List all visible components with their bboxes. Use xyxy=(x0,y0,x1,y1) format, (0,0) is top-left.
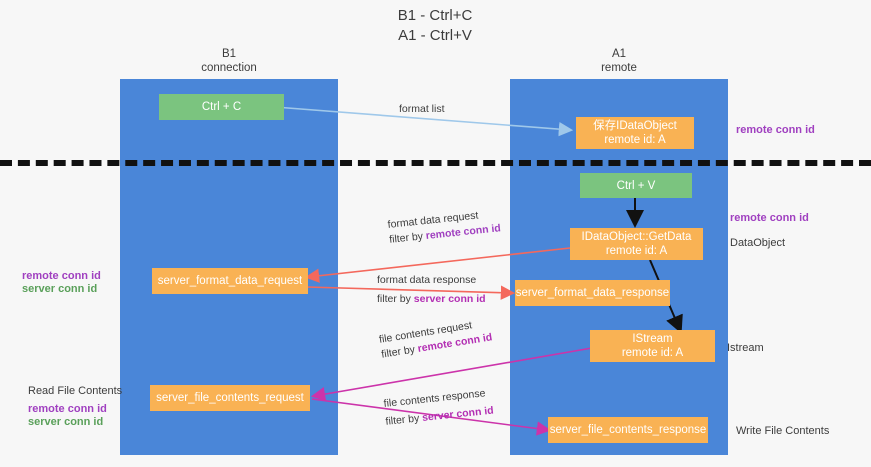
node-ctrl-v-label: Ctrl + V xyxy=(616,179,656,192)
edge-label-format-data-response-line1: format data response xyxy=(377,274,477,286)
node-save-idataobject-line2: remote id: A xyxy=(604,134,666,146)
node-save-idataobject-line1: 保存IDataObject xyxy=(593,120,677,132)
node-server-file-contents-request-label: server_file_contents_request xyxy=(156,392,304,404)
node-ctrl-v[interactable]: Ctrl + V xyxy=(580,173,692,198)
side-label-remote-conn-id-top: remote conn id xyxy=(736,124,815,136)
edge-label-format-data-response-line2: filter by server conn id xyxy=(377,293,486,305)
node-ctrl-c-label: Ctrl + C xyxy=(201,101,242,113)
node-server-file-contents-request[interactable]: server_file_contents_request xyxy=(150,385,310,411)
side-label-istream: Istream xyxy=(727,342,764,354)
side-label-left-remote-conn-id: remote conn id xyxy=(22,270,101,282)
side-label-left-server-conn-id: server conn id xyxy=(22,283,98,295)
edge-label-format-list: format list xyxy=(399,103,445,115)
node-idataobject-getdata[interactable]: IDataObject::GetData remote id: A xyxy=(570,228,703,260)
phase-divider xyxy=(0,160,871,166)
edge-label-format-data-response: format data response filter by server co… xyxy=(377,273,486,307)
edge-label-file-contents-request: file contents request filter by remote c… xyxy=(378,315,493,362)
node-ctrl-c[interactable]: Ctrl + C xyxy=(159,94,284,120)
side-label-read-file-contents: Read File Contents xyxy=(28,385,123,397)
node-server-file-contents-response-label: server_file_contents_response xyxy=(549,424,707,436)
edge-label-format-data-request: format data request filter by remote con… xyxy=(387,206,502,248)
page-title: B1 - Ctrl+C A1 - Ctrl+V xyxy=(397,7,473,44)
node-server-format-data-request-label: server_format_data_request xyxy=(157,275,303,287)
node-istream[interactable]: IStream remote id: A xyxy=(590,330,715,362)
side-label-write-file-contents: Write File Contents xyxy=(736,425,830,437)
node-server-file-contents-response[interactable]: server_file_contents_response xyxy=(548,417,708,443)
node-save-idataobject[interactable]: 保存IDataObject remote id: A xyxy=(576,117,694,149)
edge-label-file-contents-response: file contents response filter by server … xyxy=(383,386,494,430)
node-istream-line1: IStream xyxy=(632,333,673,345)
node-getdata-line1: IDataObject::GetData xyxy=(581,231,692,243)
node-server-format-data-response-label: server_format_data_response xyxy=(515,287,670,299)
node-getdata-line2: remote id: A xyxy=(605,245,668,257)
node-server-format-data-response[interactable]: server_format_data_response xyxy=(515,280,670,306)
node-server-format-data-request[interactable]: server_format_data_request xyxy=(152,268,308,294)
side-label-left-server-conn-id-2: server conn id xyxy=(28,416,104,428)
side-label-dataobject: DataObject xyxy=(730,237,786,249)
lane-header-b1: B1 connection xyxy=(201,48,257,74)
lane-header-a1: A1 remote xyxy=(601,48,637,74)
node-istream-line2: remote id: A xyxy=(621,347,684,359)
side-label-left-remote-conn-id-2: remote conn id xyxy=(28,403,107,415)
side-label-remote-conn-id-mid: remote conn id xyxy=(730,212,809,224)
